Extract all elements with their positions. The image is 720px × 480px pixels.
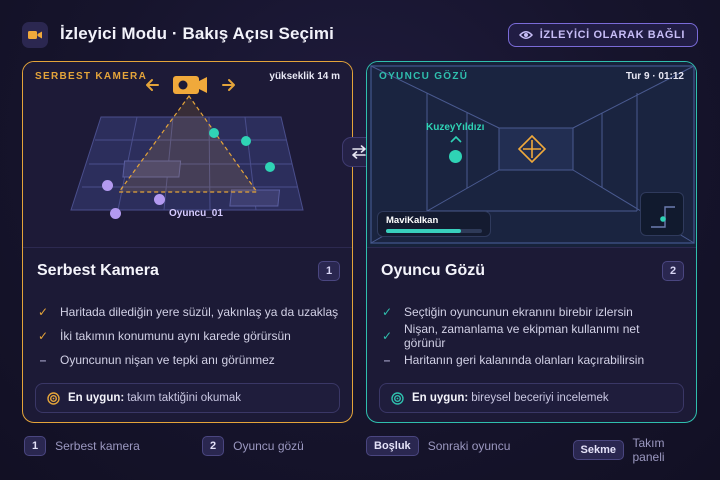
- feature-text: Haritada dilediğin yere süzül, yakınlaş …: [60, 305, 339, 319]
- status-badge-label: İZLEYİCİ OLARAK BAĞLI: [539, 29, 685, 41]
- player-view-preview: OYUNCU GÖZÜ Tur 9 · 01:12 KuzeyYıldızı M…: [367, 62, 696, 247]
- check-icon: ✓: [37, 329, 49, 343]
- hint-label: Takım paneli: [632, 436, 665, 464]
- player-view-best-for: En uygun:bireysel beceriyi incelemek: [379, 383, 684, 413]
- free-camera-shortcut: 1: [318, 261, 340, 281]
- teal-player-marker[interactable]: [241, 136, 251, 146]
- purple-player-marker[interactable]: [154, 194, 165, 205]
- check-icon: ✓: [381, 329, 393, 343]
- key-tab[interactable]: Sekme: [573, 440, 624, 460]
- health-bar-fill: [386, 229, 461, 233]
- dash-icon: –: [383, 353, 391, 367]
- feature-item: ✓ Nişan, zamanlama ve ekipman kullanımı n…: [381, 322, 684, 350]
- player-view-title: Oyuncu Gözü: [381, 262, 485, 279]
- free-camera-card[interactable]: SERBEST KAMERA yükseklik 14 m Oyuncu_01 …: [22, 61, 353, 423]
- best-for-text: bireysel beceriyi incelemek: [471, 392, 609, 404]
- enemy-name-tag: KuzeyYıldızı: [426, 122, 485, 133]
- hint-player-view: 2 Oyuncu gözü: [202, 436, 304, 456]
- best-for-label: En uygun:: [68, 392, 125, 404]
- dash-icon: –: [39, 353, 47, 367]
- feature-item: ✓ Seçtiğin oyuncunun ekranını birebir izl…: [381, 300, 684, 324]
- player-name: MaviKalkan: [386, 215, 439, 226]
- feature-item: –Oyuncunun nişan ve tepki anı görünmez: [37, 348, 340, 372]
- purple-player-marker[interactable]: [110, 208, 121, 219]
- swap-arrows-icon: [352, 145, 366, 159]
- player-view-label: OYUNCU GÖZÜ: [379, 71, 469, 82]
- free-camera-best-for: En uygun:takım taktiğini okumak: [35, 383, 340, 413]
- feature-text: İki takımın konumunu aynı karede görürsü…: [60, 329, 291, 343]
- hint-team-panel: Sekme Takım paneli: [573, 436, 698, 464]
- enemy-player-marker[interactable]: [449, 150, 462, 163]
- feature-text: Oyuncunun nişan ve tepki anı görünmez: [60, 353, 275, 367]
- feature-item: ✓ Haritada dilediğin yere süzül, yakınlaş…: [37, 300, 340, 324]
- free-camera-title: Serbest Kamera: [37, 262, 159, 279]
- free-camera-details: Serbest Kamera 1 ✓ Haritada dilediğin yer…: [23, 247, 352, 422]
- best-for-text: takım taktiğini okumak: [127, 392, 241, 404]
- header: İzleyici Modu · Bakış Açısı Seçimi İZLEY…: [22, 21, 698, 51]
- player-view-card[interactable]: OYUNCU GÖZÜ Tur 9 · 01:12 KuzeyYıldızı M…: [366, 61, 697, 423]
- page-title: İzleyici Modu · Bakış Açısı Seçimi: [60, 24, 334, 43]
- key-2[interactable]: 2: [202, 436, 225, 456]
- health-bar: [386, 229, 482, 233]
- player-view-details: Oyuncu Gözü 2 ✓ Seçtiğin oyuncunun ekranı…: [367, 247, 696, 422]
- hint-label: Serbest kamera: [55, 439, 140, 453]
- spectator-status-badge[interactable]: İZLEYİCİ OLARAK BAĞLI: [507, 23, 698, 47]
- keyboard-hints: 1 Serbest kamera 2 Oyuncu gözü Boşluk So…: [24, 436, 698, 464]
- minimap-icon: [651, 206, 675, 228]
- free-camera-view-label: SERBEST KAMERA: [35, 71, 148, 82]
- free-camera-preview: SERBEST KAMERA yükseklik 14 m Oyuncu_01: [23, 62, 352, 247]
- feature-text: Nişan, zamanlama ve ekipman kullanımı ne…: [404, 322, 640, 350]
- key-space[interactable]: Boşluk: [366, 436, 419, 456]
- player-view-feature-list: ✓ Seçtiğin oyuncunun ekranını birebir izl…: [381, 300, 684, 372]
- player-health-panel: MaviKalkan: [377, 211, 491, 237]
- camera-pan-control[interactable]: [143, 72, 238, 98]
- crosshair-icon: [517, 134, 547, 164]
- camera-altitude: yükseklik 14 m: [269, 71, 340, 82]
- target-icon: [47, 391, 60, 405]
- feature-text: Haritanın geri kalanında olanları kaçıra…: [404, 353, 645, 367]
- best-for-label: En uygun:: [412, 392, 469, 404]
- feature-item: –Haritanın geri kalanında olanları kaçır…: [381, 348, 684, 372]
- eye-icon: [518, 31, 533, 39]
- player-view-shortcut: 2: [662, 261, 684, 281]
- target-icon: [391, 391, 404, 405]
- hint-free-camera: 1 Serbest kamera: [24, 436, 140, 456]
- key-1[interactable]: 1: [24, 436, 47, 456]
- hint-label: Sonraki oyuncu: [427, 439, 511, 453]
- check-icon: ✓: [37, 305, 49, 319]
- player-label: Oyuncu_01: [169, 208, 223, 219]
- hint-next-player: Boşluk Sonraki oyuncu: [366, 436, 510, 456]
- camera-icon: [22, 22, 48, 48]
- purple-player-marker[interactable]: [102, 180, 113, 191]
- chevron-up-icon: [450, 135, 462, 143]
- teal-player-marker[interactable]: [265, 162, 275, 172]
- round-timer: Tur 9 · 01:12: [625, 71, 684, 82]
- free-camera-feature-list: ✓ Haritada dilediğin yere süzül, yakınlaş…: [37, 300, 340, 372]
- camera-marker-icon: [173, 76, 207, 94]
- minimap[interactable]: [640, 192, 684, 236]
- teal-player-marker[interactable]: [209, 128, 219, 138]
- feature-text: Seçtiğin oyuncunun ekranını birebir izle…: [404, 305, 633, 319]
- hint-label: Oyuncu gözü: [233, 439, 304, 453]
- check-icon: ✓: [381, 305, 393, 319]
- feature-item: ✓ İki takımın konumunu aynı karede görürs…: [37, 324, 340, 348]
